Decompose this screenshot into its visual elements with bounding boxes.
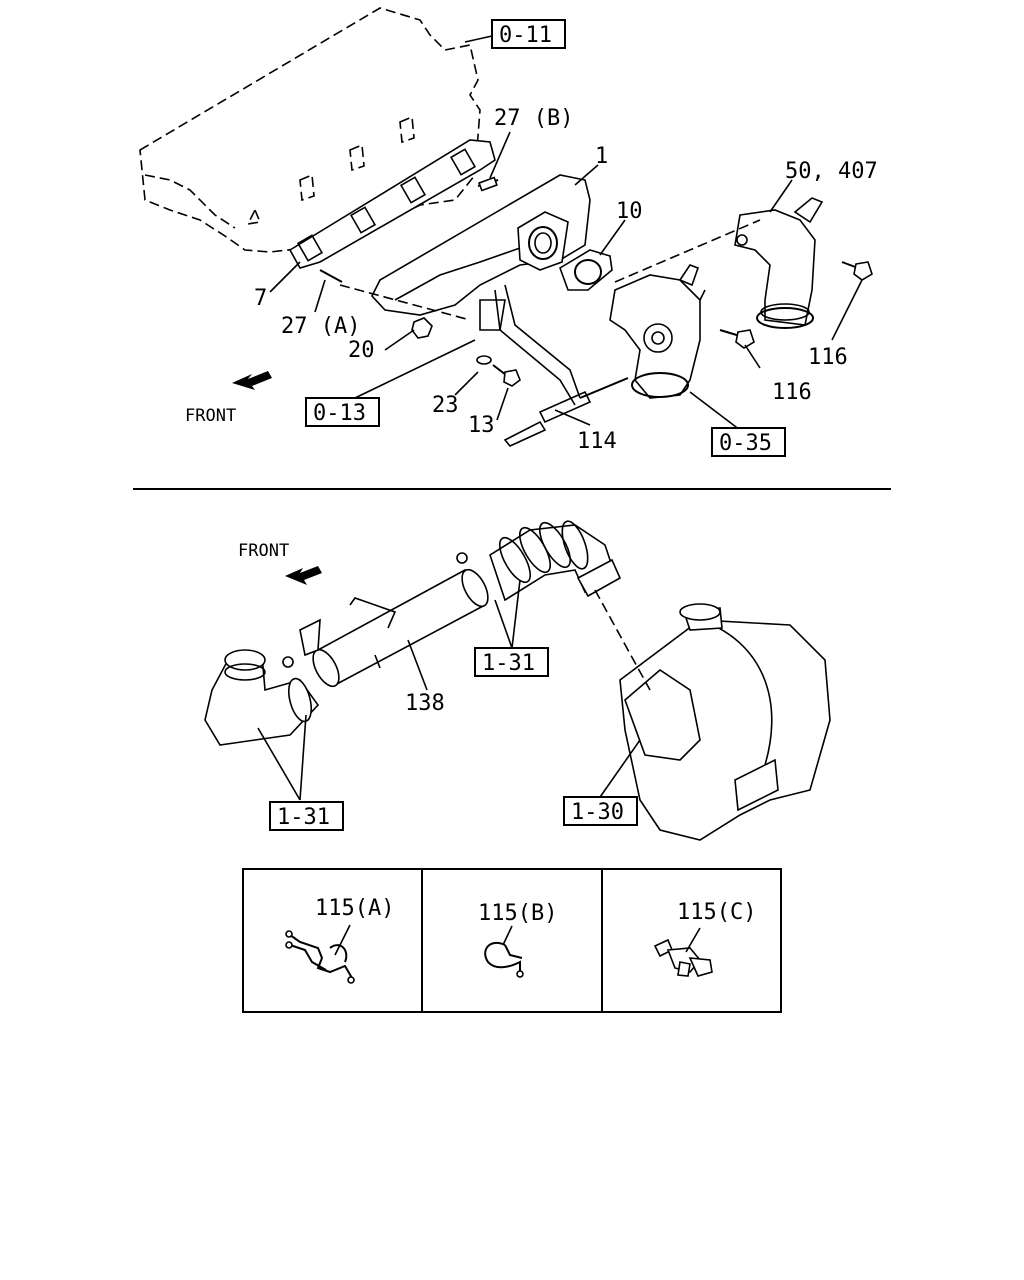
front-label-bottom: FRONT (238, 541, 289, 561)
ref-box-1-30 (563, 796, 638, 826)
part-13: 13 (468, 413, 495, 438)
ref-0-11[interactable]: 0-11 (499, 23, 552, 48)
exhaust-manifold (371, 174, 591, 331)
leader-lines (269, 35, 863, 431)
ref-0-35[interactable]: 0-35 (719, 431, 772, 456)
part-116-upper: 116 (808, 345, 848, 370)
clamp-panels: 115(A) 115(B) 115(C) (242, 868, 782, 1013)
part-10: 10 (616, 199, 643, 224)
part-1: 1 (595, 144, 608, 169)
front-arrow-bottom (285, 566, 322, 585)
front-label-top: FRONT (185, 406, 236, 426)
part-116-lower: 116 (772, 380, 812, 405)
clamp-panels-frame (242, 868, 782, 1013)
clamp-b: 115(B) (478, 901, 557, 978)
clamp-c-label: 115(C) (677, 900, 756, 925)
ref-box-1-31-left (269, 801, 344, 831)
part-27a: 27 (A) (281, 314, 360, 339)
part-23: 23 (432, 393, 459, 418)
silencer-body (619, 603, 831, 841)
pipe-gasket (559, 249, 613, 291)
clamp-b-label: 115(B) (478, 901, 557, 926)
bottom-pipe-assembly: FRONT (204, 520, 831, 841)
ref-1-31-right[interactable]: 1-31 (482, 651, 535, 676)
part-50-407: 50, 407 (785, 159, 878, 184)
ref-1-31-left[interactable]: 1-31 (277, 805, 330, 830)
flex-pipe (489, 520, 651, 691)
ref-box-1-31-right (474, 647, 549, 677)
elbow-pipe (204, 649, 320, 746)
fasteners (319, 176, 873, 447)
straight-pipe (299, 552, 489, 688)
part-20: 20 (348, 338, 375, 363)
part-27b: 27 (B) (494, 106, 573, 131)
ref-box-0-11 (491, 19, 566, 49)
exhaust-pipe-elbow (734, 197, 824, 329)
part-7: 7 (254, 286, 267, 311)
front-arrow-top (232, 371, 272, 390)
ref-box-0-35 (711, 427, 786, 457)
exhaust-brake-valve (609, 264, 706, 399)
clamp-c: 115(C) (653, 900, 756, 977)
ref-0-13[interactable]: 0-13 (313, 401, 366, 426)
top-exhaust-assembly: FRONT 0-11 0-13 0-35 27 (B) 1 10 50, 407… (139, 7, 878, 457)
cylinder-head-outline (139, 7, 481, 253)
clamp-a-label: 115(A) (315, 896, 394, 921)
part-138: 138 (405, 691, 445, 716)
manifold-gasket (288, 139, 496, 269)
clamp-a: 115(A) (285, 896, 394, 984)
bracket-line (494, 289, 576, 406)
part-114: 114 (577, 429, 617, 454)
ref-1-30[interactable]: 1-30 (571, 800, 624, 825)
leader-lines-bottom (257, 579, 641, 801)
ref-box-0-13 (305, 397, 380, 427)
